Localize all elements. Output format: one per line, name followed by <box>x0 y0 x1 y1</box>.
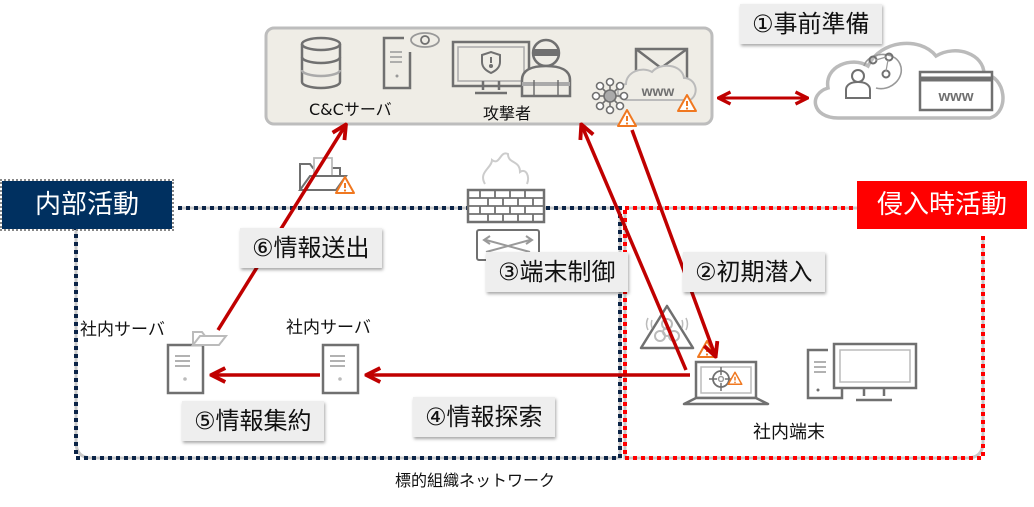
svg-text:www: www <box>937 88 973 105</box>
server-left-icon <box>166 343 205 395</box>
svg-text:www: www <box>641 83 675 99</box>
folder-icon <box>190 331 229 346</box>
user-network-icon <box>845 52 903 99</box>
cc-server-label: C&Cサーバ <box>309 100 392 119</box>
desktop-pc-icon <box>806 342 918 402</box>
step-5-label: ⑤情報集約 <box>182 401 324 441</box>
laptop-icon <box>682 360 770 406</box>
server-mid-label: 社内サーバ <box>286 318 371 338</box>
intrusion-activity-badge: 侵入時活動 <box>857 181 1027 229</box>
internal-activity-badge: 内部活動 <box>0 179 174 231</box>
server-mid-icon <box>321 343 360 395</box>
terminal-label: 社内端末 <box>753 422 825 443</box>
attacker-icon <box>451 38 572 98</box>
firewall-icon <box>466 152 546 224</box>
attacker-zone <box>264 26 714 126</box>
internet-cloud: www <box>813 41 1005 120</box>
network-hub-icon <box>591 77 629 115</box>
step-6-label: ⑥情報送出 <box>240 228 382 268</box>
network-label: 標的組織ネットワーク <box>395 471 556 490</box>
arrow-initial-intrusion <box>630 129 715 355</box>
browser-www-icon: www <box>918 70 994 112</box>
database-icon <box>300 36 342 90</box>
step-2-label: ②初期潜入 <box>683 252 825 292</box>
step-3-label: ③端末制御 <box>486 252 628 292</box>
cc-server-icon <box>382 32 440 90</box>
step-4-label: ④情報探索 <box>413 397 555 437</box>
step-1-label: ①事前準備 <box>740 4 882 44</box>
server-left-label: 社内サーバ <box>80 320 165 340</box>
attacker-label: 攻撃者 <box>483 104 532 123</box>
arrow-terminal-control <box>582 126 688 371</box>
